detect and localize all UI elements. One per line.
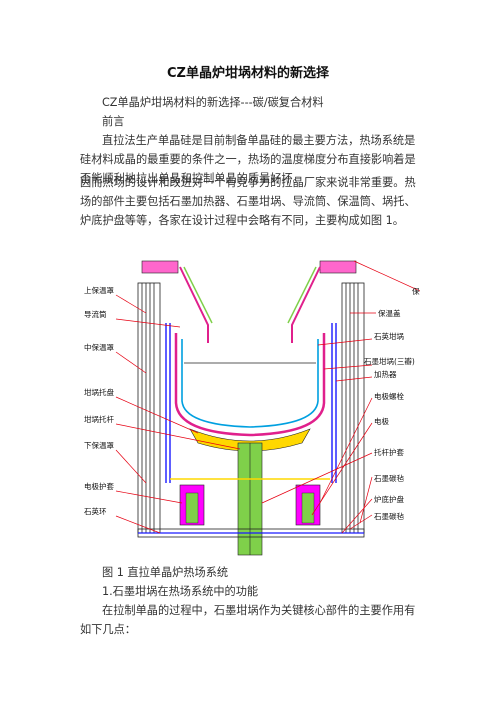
heater — [165, 323, 337, 483]
label-graphite-felt-1: 石墨碳毡 — [374, 473, 404, 483]
label-insulation-cover: 保温盖 — [378, 308, 401, 318]
label-quartz-ring: 石英环 — [84, 506, 107, 516]
label-electrode-bolt: 电极螺栓 — [374, 391, 404, 401]
leader-lines — [115, 260, 420, 534]
label-crucible-tray: 坩埚托盘 — [84, 387, 114, 397]
label-crucible-shaft: 坩埚托杆 — [84, 414, 114, 424]
left-top-cover — [141, 260, 179, 274]
graphite-crucible — [174, 333, 326, 437]
label-electrode: 电极 — [374, 416, 389, 426]
figure-caption: 图 1 直拉单晶炉热场系统 — [102, 566, 229, 579]
flow-guide-right — [291, 266, 321, 343]
right-insulation — [341, 282, 365, 534]
quartz-crucible — [181, 339, 319, 428]
label-upper-insulation: 上保温罩 — [84, 286, 114, 295]
label-middle-insulation: 中保温罩 — [84, 342, 114, 352]
right-top-cover — [319, 260, 357, 274]
label-graphite-felt-2: 石墨碳毡 — [374, 511, 404, 521]
subtitle: CZ单晶炉坩埚材料的新选择---碳/碳复合材料 — [102, 96, 324, 109]
label-graphite-crucible: 石墨坩埚(三瓣) — [364, 356, 415, 366]
crucible-tray — [189, 428, 311, 452]
document-title: CZ单晶炉坩埚材料的新选择 — [167, 66, 329, 81]
label-heater: 加热器 — [374, 369, 397, 379]
label-shaft-sleeve: 托杆护套 — [374, 447, 404, 457]
paragraph-1: 直拉法生产单晶硅是目前制备单晶硅的最主要方法，热场系统是硅材料成晶的最重要的条件… — [80, 134, 416, 185]
flow-guide-left — [179, 266, 209, 343]
label-flow-guide: 导流筒 — [84, 309, 107, 319]
label-right-0: 保 — [412, 287, 420, 296]
paragraph-3: 在拉制单晶的过程中，石墨坩埚作为关键核心部件的主要作用有如下几点： — [80, 604, 416, 636]
label-quartz-crucible: 石英坩埚 — [374, 331, 404, 341]
paragraph-2: 因而热场的设计和改进对一个有竞争力的拉晶厂家来说非常重要。热场的部件主要包括石墨… — [80, 176, 416, 227]
section-heading: 1.石墨坩埚在热场系统中的功能 — [102, 585, 259, 598]
preface-heading: 前言 — [102, 115, 125, 128]
furnace-diagram: 上保温罩 导流筒 中保温罩 坩埚托盘 坩埚托杆 下保温罩 电极护套 石英环 保 … — [84, 260, 420, 556]
label-lower-insulation: 下保温罩 — [84, 441, 114, 450]
label-bottom-plate: 炉底护盘 — [374, 494, 404, 504]
label-electrode-sleeve: 电极护套 — [84, 481, 114, 491]
